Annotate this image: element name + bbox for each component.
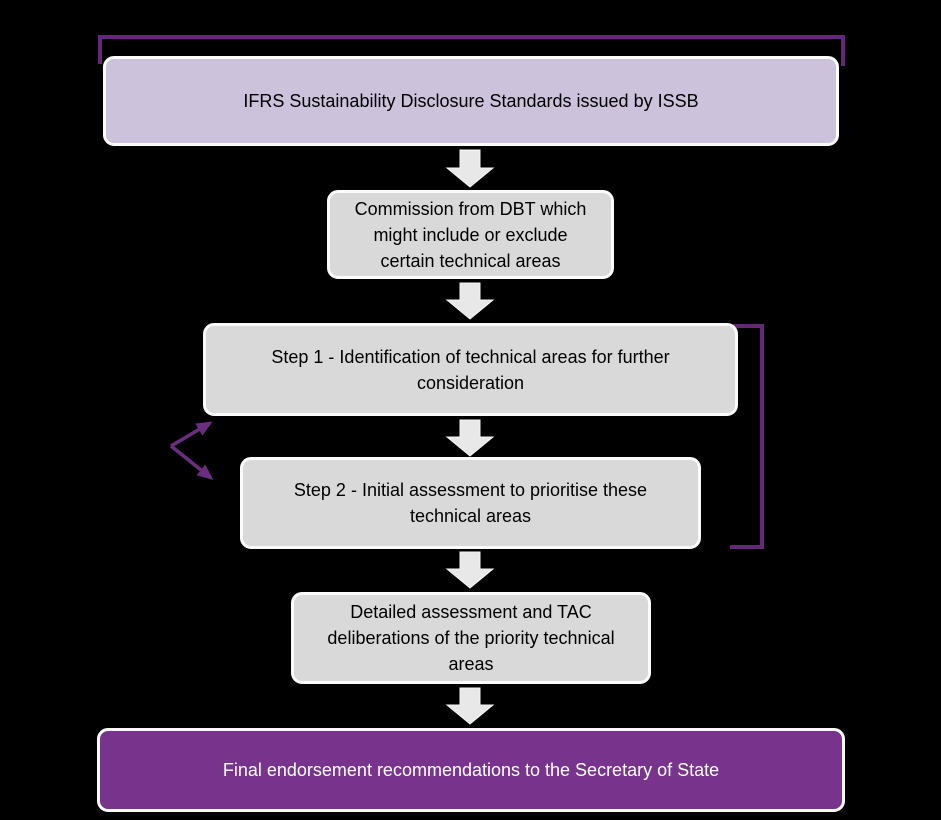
box-commission-dbt-label: Commission from DBT which might include … bbox=[354, 198, 587, 271]
box-ifrs-standards-label: IFRS Sustainability Disclosure Standards… bbox=[243, 91, 699, 111]
down-arrow-5 bbox=[445, 687, 495, 725]
box-final-recommendations: Final endorsement recommendations to the… bbox=[97, 728, 845, 812]
down-arrow-4 bbox=[445, 551, 495, 589]
box-detailed-assessment-label: Detailed assessment and TAC deliberation… bbox=[327, 602, 615, 674]
down-arrow-3 bbox=[445, 419, 495, 457]
box-detailed-assessment: Detailed assessment and TAC deliberation… bbox=[291, 592, 651, 684]
down-arrow-1 bbox=[445, 149, 495, 188]
iteration-arrow-to-step2 bbox=[169, 444, 214, 480]
box-step2: Step 2 - Initial assessment to prioritis… bbox=[240, 457, 701, 549]
iteration-arrow-to-step1 bbox=[170, 421, 213, 448]
box-commission-dbt: Commission from DBT which might include … bbox=[327, 190, 614, 279]
down-arrow-2 bbox=[445, 282, 495, 320]
box-step1: Step 1 - Identification of technical are… bbox=[203, 323, 738, 416]
box-step1-label: Step 1 - Identification of technical are… bbox=[271, 346, 670, 393]
box-step2-label: Step 2 - Initial assessment to prioritis… bbox=[293, 480, 648, 526]
box-final-recommendations-label: Final endorsement recommendations to the… bbox=[222, 760, 720, 780]
box-ifrs-standards: IFRS Sustainability Disclosure Standards… bbox=[103, 56, 839, 146]
